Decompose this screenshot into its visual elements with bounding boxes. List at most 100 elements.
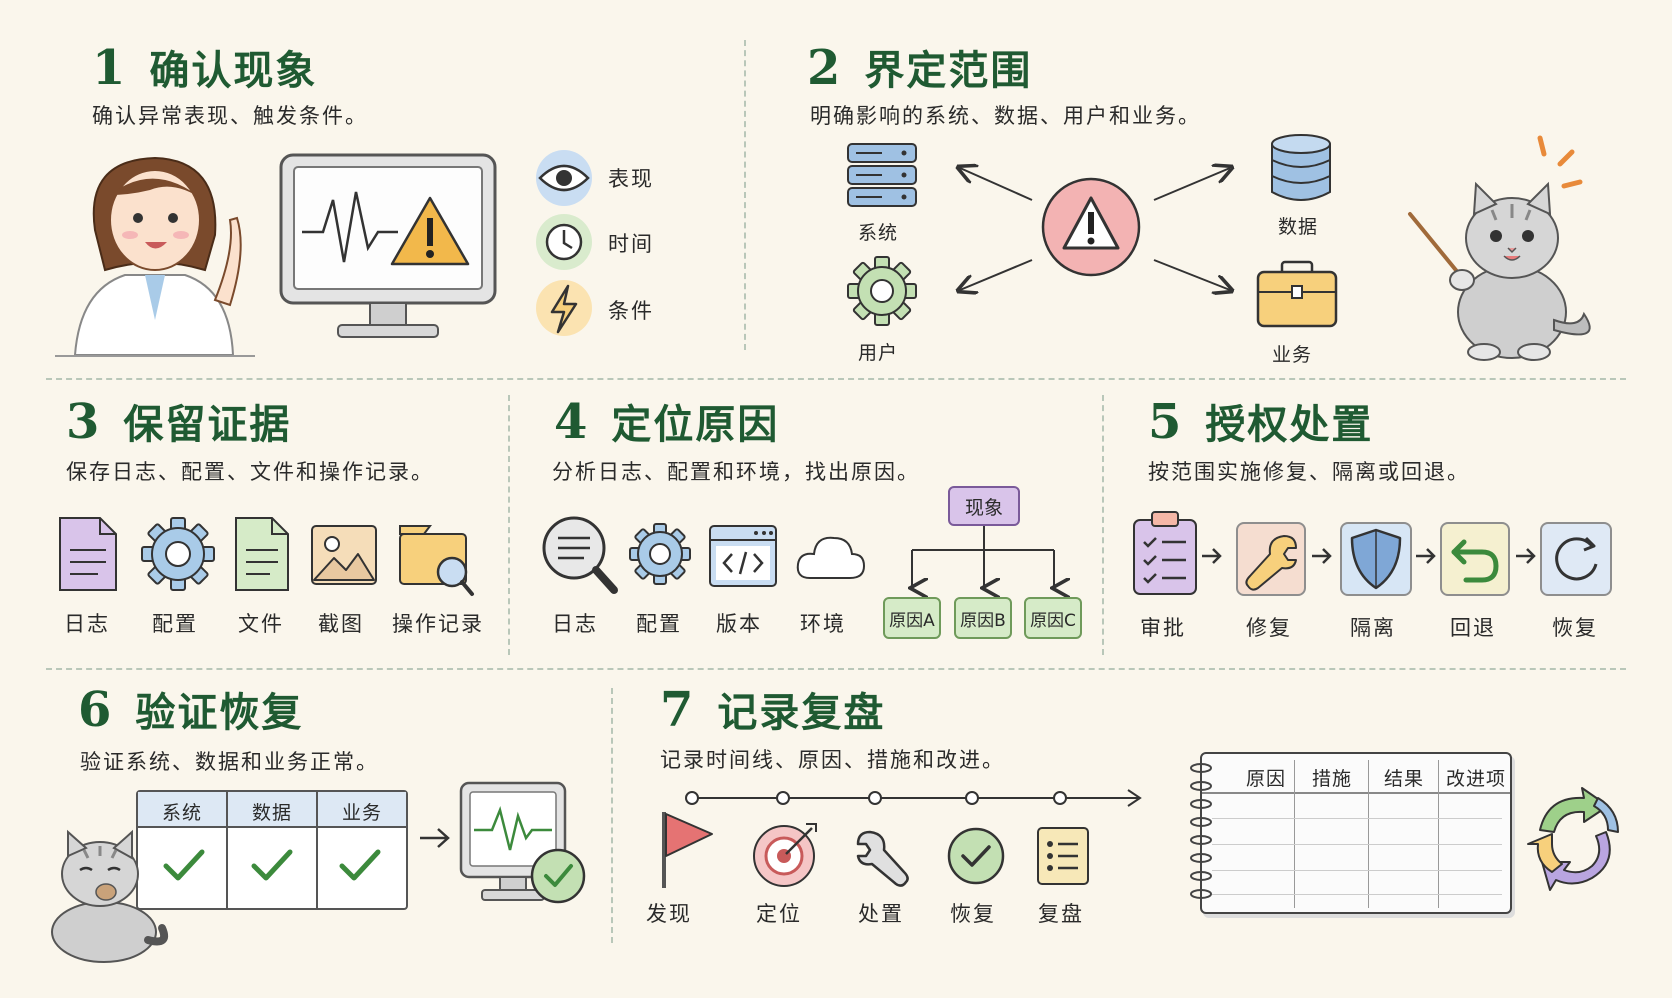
section-6-desc: 验证系统、数据和业务正常。 bbox=[80, 750, 379, 774]
section-5-desc: 按范围实施修复、隔离或回退。 bbox=[1148, 460, 1470, 484]
verify-header-系统: 系统 bbox=[161, 802, 202, 824]
refresh-tile bbox=[1540, 522, 1612, 596]
scope-arrows bbox=[952, 160, 1033, 300]
cause-label-配置: 配置 bbox=[636, 612, 682, 636]
scope-label-数据: 数据 bbox=[1278, 216, 1319, 238]
cloud-icon bbox=[796, 536, 866, 579]
evidence-label-配置: 配置 bbox=[152, 612, 198, 636]
timeline-label-定位: 定位 bbox=[756, 902, 802, 926]
notebook-header-措施: 措施 bbox=[1311, 768, 1352, 790]
divider-1-2 bbox=[744, 40, 746, 350]
divider-row1 bbox=[46, 378, 1626, 380]
clock-icon bbox=[536, 214, 592, 270]
document-icon bbox=[59, 517, 117, 591]
retrospective-notebook: 原因 措施 结果 改进项 bbox=[1200, 752, 1512, 914]
arrow-icon bbox=[420, 828, 450, 848]
tree-child-原因B: 原因B bbox=[954, 597, 1012, 639]
folder-search-icon bbox=[399, 525, 474, 596]
doctor-illustration bbox=[55, 156, 255, 357]
undo-tile bbox=[1440, 522, 1510, 596]
notebook-header-原因: 原因 bbox=[1245, 768, 1286, 790]
evidence-label-文件: 文件 bbox=[238, 612, 284, 636]
shield-icon bbox=[1350, 528, 1402, 590]
target-icon bbox=[753, 823, 817, 887]
tree-child-原因A: 原因A bbox=[883, 597, 941, 639]
cycle-arrows-icon bbox=[1527, 787, 1619, 891]
undo-icon bbox=[1451, 539, 1499, 583]
arrow-icon bbox=[1202, 548, 1222, 564]
divider-3-4 bbox=[508, 395, 510, 655]
divider-6-7 bbox=[611, 688, 613, 943]
monitor-ok-illustration bbox=[459, 781, 586, 904]
alert-center-icon bbox=[1041, 177, 1141, 277]
action-label-恢复: 恢复 bbox=[1552, 616, 1598, 640]
tree-child-原因C: 原因C bbox=[1024, 597, 1082, 639]
cause-label-环境: 环境 bbox=[800, 612, 846, 636]
timeline-label-处置: 处置 bbox=[858, 902, 904, 926]
check-icon bbox=[339, 849, 381, 881]
action-label-审批: 审批 bbox=[1140, 616, 1186, 640]
evidence-label-操作记录: 操作记录 bbox=[392, 612, 484, 636]
tree-root-现象: 现象 bbox=[948, 486, 1020, 526]
list-icon bbox=[1037, 827, 1089, 885]
arrow-icon bbox=[1516, 548, 1536, 564]
wrench-icon bbox=[1245, 535, 1297, 591]
item-label-表现: 表现 bbox=[608, 167, 654, 191]
shield-tile bbox=[1340, 522, 1412, 596]
section-2-desc: 明确影响的系统、数据、用户和业务。 bbox=[810, 104, 1201, 128]
section-3-desc: 保存日志、配置、文件和操作记录。 bbox=[66, 460, 434, 484]
divider-row2 bbox=[46, 668, 1626, 670]
arrow-icon bbox=[1312, 548, 1332, 564]
action-label-回退: 回退 bbox=[1450, 616, 1496, 640]
wrench-icon bbox=[856, 830, 909, 887]
gear-icon bbox=[847, 256, 917, 326]
scope-label-系统: 系统 bbox=[858, 222, 899, 244]
timeline-label-复盘: 复盘 bbox=[1038, 902, 1084, 926]
action-label-隔离: 隔离 bbox=[1350, 616, 1396, 640]
scope-arrows-right bbox=[1153, 160, 1246, 300]
cause-label-版本: 版本 bbox=[716, 612, 762, 636]
code-window-icon bbox=[709, 525, 777, 587]
scope-label-用户: 用户 bbox=[858, 342, 899, 364]
cause-label-日志: 日志 bbox=[552, 612, 598, 636]
scope-label-业务: 业务 bbox=[1272, 344, 1313, 366]
clipboard-icon bbox=[1133, 511, 1197, 595]
section-7-desc: 记录时间线、原因、措施和改进。 bbox=[660, 748, 1005, 772]
monitor-warning-illustration bbox=[279, 153, 497, 338]
briefcase-icon bbox=[1256, 260, 1338, 328]
wrench-tile bbox=[1236, 522, 1306, 596]
verify-header-数据: 数据 bbox=[251, 802, 292, 824]
divider-4-5 bbox=[1102, 395, 1104, 655]
section-4-desc: 分析日志、配置和环境，找出原因。 bbox=[552, 460, 920, 484]
section-1-desc: 确认异常表现、触发条件。 bbox=[92, 104, 368, 128]
check-circle-icon bbox=[947, 827, 1005, 885]
database-icon bbox=[1271, 134, 1331, 201]
image-icon bbox=[311, 525, 377, 585]
evidence-label-截图: 截图 bbox=[318, 612, 364, 636]
arrow-icon bbox=[1416, 548, 1436, 564]
timeline-label-发现: 发现 bbox=[646, 902, 692, 926]
flag-icon bbox=[662, 812, 713, 888]
evidence-label-日志: 日志 bbox=[64, 612, 110, 636]
magnifier-icon bbox=[542, 516, 618, 594]
server-icon bbox=[847, 143, 917, 207]
lightning-icon bbox=[536, 280, 592, 336]
cat-pointer-illustration bbox=[1408, 135, 1591, 361]
action-label-修复: 修复 bbox=[1246, 616, 1292, 640]
item-label-条件: 条件 bbox=[608, 299, 654, 323]
timeline-label-恢复: 恢复 bbox=[950, 902, 996, 926]
timeline-line bbox=[685, 789, 1142, 807]
cat-eating-illustration bbox=[51, 829, 169, 963]
verify-header-业务: 业务 bbox=[341, 802, 382, 824]
eye-icon bbox=[536, 150, 592, 206]
check-icon bbox=[163, 849, 205, 881]
gear-icon bbox=[141, 517, 215, 591]
item-label-时间: 时间 bbox=[608, 232, 654, 256]
